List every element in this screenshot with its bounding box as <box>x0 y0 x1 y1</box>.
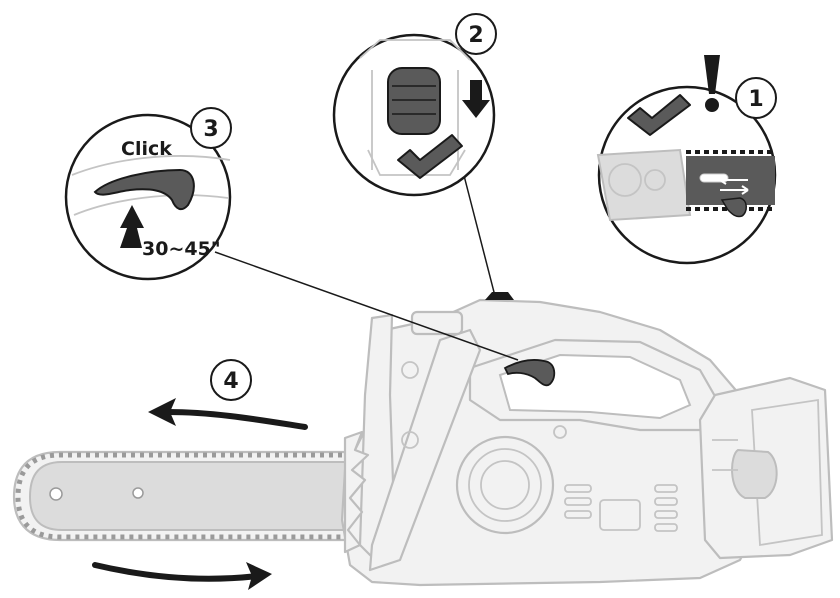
inset-3-lever-click <box>64 113 232 281</box>
warning-exclamation-icon <box>704 55 720 112</box>
tension-lever <box>93 168 195 211</box>
callout-line-2 <box>459 159 496 297</box>
checkmark-icon <box>627 94 691 136</box>
arrow-down-icon <box>462 80 490 118</box>
guide-bar <box>12 450 362 542</box>
step-number: 4 <box>223 369 238 394</box>
inset-1-chain-check <box>596 55 777 265</box>
click-label: Click <box>121 138 172 160</box>
tension-lever-on-body <box>503 359 556 387</box>
angle-label: 30~45" <box>142 238 221 260</box>
vents <box>564 484 678 532</box>
rotation-arrow-icon <box>92 398 308 590</box>
arrow-up-icon <box>120 205 144 248</box>
step-number: 1 <box>748 87 763 112</box>
bar-hole <box>49 487 63 501</box>
step-badge-2: 2 <box>455 13 497 55</box>
checkmark-icon <box>397 134 463 179</box>
chain-brake-knob <box>485 292 514 300</box>
step-badge-4: 4 <box>210 359 252 401</box>
chainsaw-illustration <box>12 292 834 587</box>
inset-2-brake <box>332 33 496 197</box>
bar-hole <box>132 487 144 499</box>
sprocket-cover <box>455 435 555 535</box>
step-number: 2 <box>468 23 483 48</box>
step-badge-1: 1 <box>735 77 777 119</box>
callout-line-3 <box>214 251 519 361</box>
step-badge-3: 3 <box>190 107 232 149</box>
step-number: 3 <box>203 117 218 142</box>
